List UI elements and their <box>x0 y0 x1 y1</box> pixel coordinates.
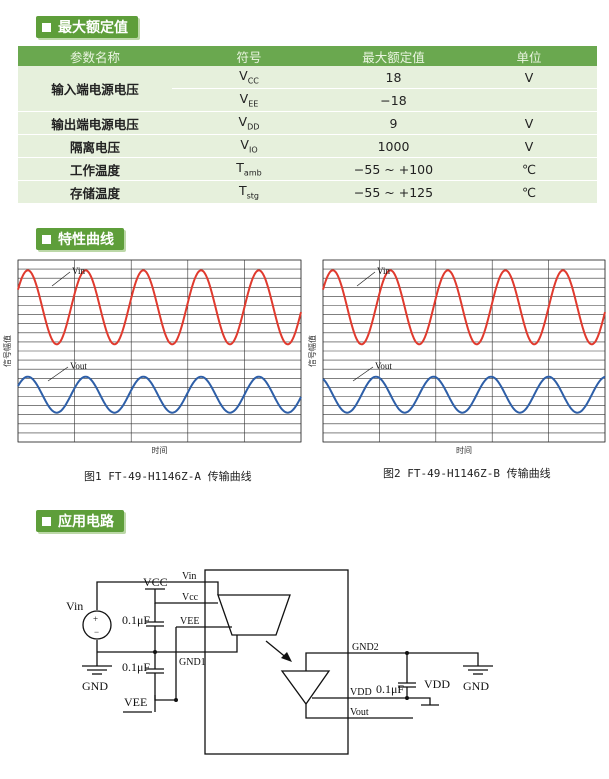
table-row: 隔离电压 VIO 1000 V <box>18 134 597 158</box>
table-row: 工作温度 Tamb −55 ~ +100 ℃ <box>18 157 597 181</box>
vout-label: Vout <box>70 361 87 371</box>
gnd-right-label: GND <box>463 679 489 693</box>
x-axis-label: 时间 <box>152 445 168 455</box>
param-symbol: VCC <box>172 66 326 89</box>
param-unit: ℃ <box>461 157 597 181</box>
vin-waveform <box>17 269 302 346</box>
cap3-label: 0.1μF <box>376 682 404 696</box>
vin-label: Vin <box>72 266 85 276</box>
param-unit: V <box>461 134 597 158</box>
square-icon <box>42 234 51 244</box>
gnd1-pin-label: GND1 <box>179 657 206 668</box>
param-value: 9 <box>326 111 461 135</box>
y-axis-label: 信号幅值 <box>307 335 317 367</box>
table-row: 输入端电源电压 VCC 18 V <box>18 66 597 112</box>
column-header: 单位 <box>461 46 597 66</box>
cap1-label: 0.1μF <box>122 613 150 627</box>
column-header: 符号 <box>172 46 326 66</box>
vout-waveform <box>322 375 606 414</box>
ratings-table: 参数名称 符号 最大额定值 单位 输入端电源电压 VCC 18 V VEE −1… <box>18 46 597 204</box>
table-row: 存储温度 Tstg −55 ~ +125 ℃ <box>18 180 597 204</box>
square-icon <box>42 22 51 32</box>
param-symbol: Tamb <box>172 157 326 181</box>
param-unit: ℃ <box>461 180 597 204</box>
param-unit: V <box>461 111 597 135</box>
vout-label: Vout <box>375 361 392 371</box>
vin-waveform <box>322 269 606 346</box>
table-row: VEE −18 <box>18 88 597 112</box>
output-amplifier <box>280 670 331 706</box>
vcc-rail-label: VCC <box>143 575 168 589</box>
param-symbol: VIO <box>172 134 326 158</box>
vin-label: Vin <box>377 266 390 276</box>
param-symbol: VDD <box>172 111 326 135</box>
param-value: 1000 <box>326 134 461 158</box>
square-icon <box>42 516 51 526</box>
chart-grid <box>17 259 302 443</box>
vdd-rail-label: VDD <box>424 677 450 691</box>
section-title: 应用电路 <box>58 514 114 530</box>
vout-leader <box>352 366 374 382</box>
vee-rail-label: VEE <box>124 695 147 709</box>
param-name: 隔离电压 <box>18 134 172 158</box>
svg-text:−: − <box>94 627 99 637</box>
table-row: 输出端电源电压 VDD 9 V <box>18 111 597 135</box>
vout-waveform <box>17 375 302 414</box>
chart-grid <box>322 259 606 443</box>
section-header-curves: 特性曲线 <box>36 228 124 250</box>
svg-text:+: + <box>93 614 98 624</box>
param-value: −18 <box>326 88 461 112</box>
param-name: 工作温度 <box>18 157 172 181</box>
vcc-pin-label: Vcc <box>182 592 199 603</box>
plot-frame <box>17 259 302 443</box>
param-name: 输出端电源电压 <box>18 111 172 135</box>
param-unit <box>461 88 597 112</box>
x-axis-label: 时间 <box>456 445 472 455</box>
section-header-circuit: 应用电路 <box>36 510 124 532</box>
vout-pin-label: Vout <box>350 707 369 718</box>
table-header-row: 参数名称 符号 最大额定值 单位 <box>18 46 597 66</box>
section-title: 特性曲线 <box>58 232 114 248</box>
vee-pin-label: VEE <box>180 616 199 627</box>
section-header-ratings: 最大额定值 <box>36 16 138 38</box>
vdd-pin-label: VDD <box>350 687 372 698</box>
gnd-left-label: GND <box>82 679 108 693</box>
isolator-box <box>204 569 349 755</box>
vin-source-label: Vin <box>66 599 83 613</box>
vin-pin-label: Vin <box>182 571 196 582</box>
column-header: 最大额定值 <box>326 46 461 66</box>
vin-leader <box>51 271 71 287</box>
input-amplifier <box>217 594 291 636</box>
column-header: 参数名称 <box>18 46 172 66</box>
param-value: −55 ~ +125 <box>326 180 461 204</box>
application-circuit: + − Vin VCC Vcc VEE GND1 0.1μF 0.1μF VEE… <box>66 569 493 755</box>
param-value: −55 ~ +100 <box>326 157 461 181</box>
vout-leader <box>47 366 69 382</box>
param-unit: V <box>461 66 597 89</box>
plot-frame <box>322 259 606 443</box>
gnd2-pin-label: GND2 <box>352 642 379 653</box>
param-symbol: VEE <box>172 88 326 112</box>
chart-caption-a: 图1 FT-49-H1146Z-A 传输曲线 <box>84 470 252 483</box>
chart-caption-b: 图2 FT-49-H1146Z-B 传输曲线 <box>383 467 551 480</box>
section-title: 最大额定值 <box>58 20 128 36</box>
param-symbol: Tstg <box>172 180 326 204</box>
vin-leader <box>356 271 376 287</box>
y-axis-label: 信号幅值 <box>2 335 12 367</box>
param-value: 18 <box>326 66 461 89</box>
ac-source-icon <box>82 610 112 640</box>
cap2-label: 0.1μF <box>122 660 150 674</box>
param-name: 输入端电源电压 <box>18 66 172 112</box>
param-name: 存储温度 <box>18 180 172 204</box>
